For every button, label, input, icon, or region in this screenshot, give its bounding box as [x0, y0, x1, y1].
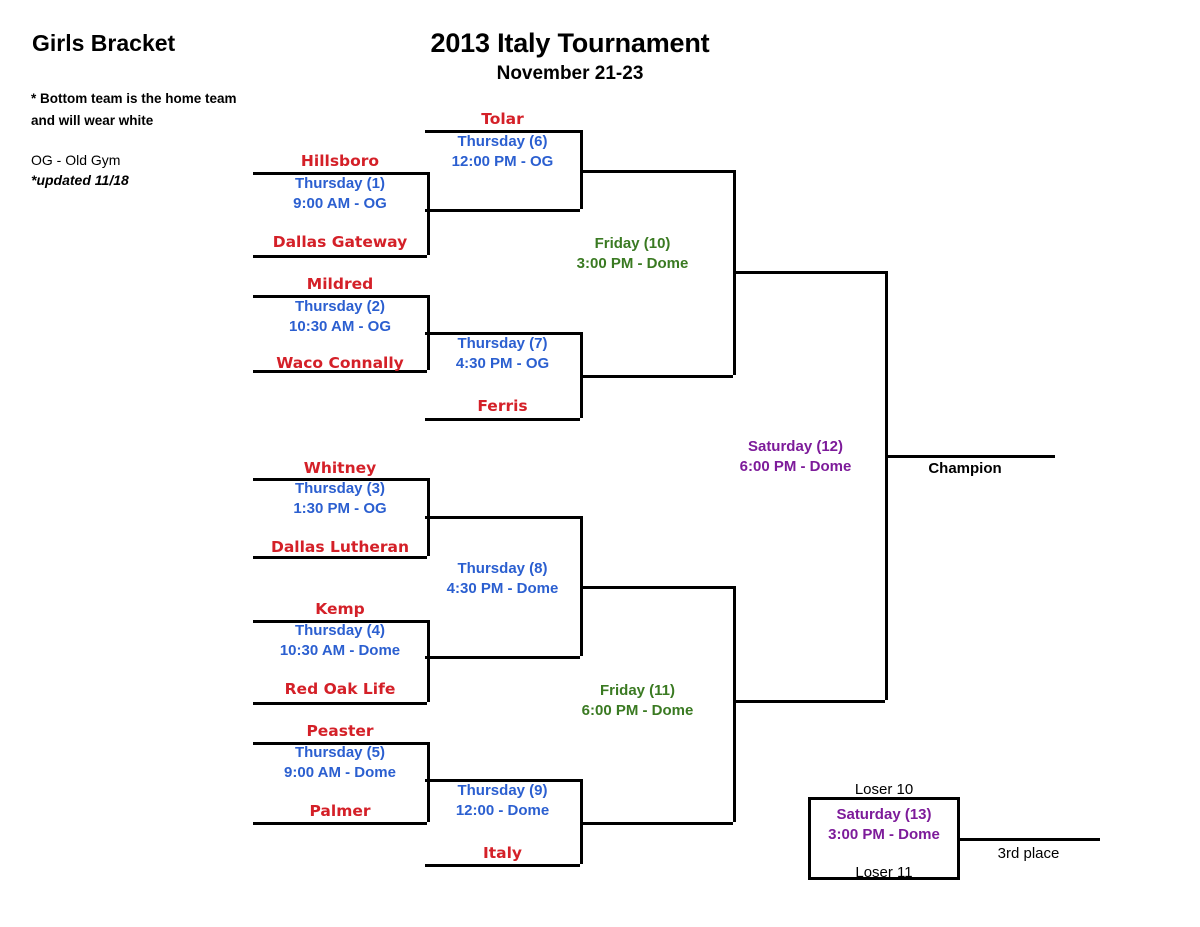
- game-5-top-team: Peaster: [306, 722, 374, 740]
- game-4-time-venue: 10:30 AM - Dome: [279, 642, 401, 659]
- game-13-bottom-team: Loser 11: [855, 864, 913, 881]
- game-2-time-venue: 10:30 AM - OG: [289, 318, 391, 335]
- game-4-label: Thursday (4): [294, 622, 385, 639]
- game-11-bottom-line: [580, 822, 733, 825]
- game-7-info: Thursday (7) 4:30 PM - OG: [425, 334, 580, 374]
- game-5-right-line: [427, 742, 430, 822]
- game-2-label: Thursday (2): [294, 298, 385, 315]
- game-1-time-venue: 9:00 AM - OG: [293, 195, 387, 212]
- game-6-label: Thursday (6): [457, 133, 548, 150]
- game-4-bottom-line: [253, 702, 427, 705]
- game-8-top-line: [425, 516, 580, 519]
- game-3-bottom-team: Dallas Lutheran: [270, 538, 410, 556]
- game-4-bottom-team: Red Oak Life: [284, 680, 396, 698]
- game-13-info: Saturday (13) 3:00 PM - Dome: [808, 805, 960, 845]
- champion-line: [885, 455, 1055, 458]
- game-11-top-line: [580, 586, 733, 589]
- game-4-info: Thursday (4) 10:30 AM - Dome: [253, 621, 427, 661]
- game-3-top-line: [253, 478, 427, 481]
- game-9-top-line: [425, 779, 580, 782]
- game-4-right-line: [427, 620, 430, 702]
- game-9-time-venue: 12:00 - Dome: [455, 802, 550, 819]
- game-7-time-venue: 4:30 PM - OG: [455, 355, 550, 372]
- game-10-time-venue: 3:00 PM - Dome: [576, 255, 689, 272]
- game-7-top-line: [425, 332, 580, 335]
- page-subtitle: November 21-23: [496, 63, 644, 84]
- game-1-right-line: [427, 172, 430, 255]
- game-2-info: Thursday (2) 10:30 AM - OG: [253, 297, 427, 337]
- game-5-label: Thursday (5): [294, 744, 385, 761]
- game-8-bottom-line: [425, 656, 580, 659]
- game-11-right-line: [733, 586, 736, 822]
- game-5-bottom-team: Palmer: [309, 802, 371, 820]
- game-2-bottom-line: [253, 370, 427, 373]
- game-9-right-line: [580, 779, 583, 864]
- game-3-top-team: Whitney: [303, 459, 377, 477]
- game-1-info: Thursday (1) 9:00 AM - OG: [253, 174, 427, 214]
- game-1-bottom-team: Dallas Gateway: [272, 233, 408, 251]
- game-13-top-team: Loser 10: [854, 781, 914, 798]
- game-5-bottom-line: [253, 822, 427, 825]
- game-3-time-venue: 1:30 PM - OG: [293, 500, 387, 517]
- game-1-label: Thursday (1): [294, 175, 385, 192]
- game-10-label: Friday (10): [594, 235, 671, 252]
- game-11-label: Friday (11): [599, 682, 676, 699]
- game-2-top-team: Mildred: [306, 275, 374, 293]
- legend-updated-date: *updated 11/18: [31, 172, 129, 188]
- game-3-label: Thursday (3): [294, 480, 385, 497]
- bracket-heading: Girls Bracket: [32, 30, 176, 56]
- home-team-note: * Bottom team is the home team and will …: [31, 88, 237, 132]
- game-4-top-team: Kemp: [315, 600, 365, 618]
- game-5-info: Thursday (5) 9:00 AM - Dome: [253, 743, 427, 783]
- game-12-right-line: [885, 271, 888, 700]
- game-8-label: Thursday (8): [457, 560, 548, 577]
- home-team-note-line-1: * Bottom team is the home team: [31, 91, 237, 106]
- game-6-time-venue: 12:00 PM - OG: [451, 153, 554, 170]
- champion-label: Champion: [928, 460, 1002, 477]
- game-12-label: Saturday (12): [747, 438, 844, 455]
- game-13-label: Saturday (13): [836, 806, 932, 823]
- game-11-info: Friday (11) 6:00 PM - Dome: [565, 681, 710, 721]
- game-10-bottom-line: [580, 375, 733, 378]
- game-7-bottom-line: [425, 418, 580, 421]
- game-12-top-line: [733, 271, 885, 274]
- game-8-info: Thursday (8) 4:30 PM - Dome: [425, 559, 580, 599]
- game-3-info: Thursday (3) 1:30 PM - OG: [253, 479, 427, 519]
- game-2-top-line: [253, 295, 427, 298]
- game-2-bottom-team: Waco Connally: [276, 354, 404, 372]
- game-9-bottom-line: [425, 864, 580, 867]
- game-6-right-line: [580, 130, 583, 209]
- game-9-bottom-team: Italy: [482, 844, 523, 862]
- game-7-label: Thursday (7): [457, 335, 548, 352]
- third-place-line: [957, 838, 1100, 841]
- game-13-time-venue: 3:00 PM - Dome: [828, 826, 940, 843]
- home-team-note-line-2: and will wear white: [31, 113, 154, 128]
- game-11-time-venue: 6:00 PM - Dome: [581, 702, 694, 719]
- page-title: 2013 Italy Tournament: [430, 28, 710, 58]
- third-place-label: 3rd place: [997, 845, 1060, 862]
- game-6-info: Thursday (6) 12:00 PM - OG: [425, 132, 580, 172]
- game-12-time-venue: 6:00 PM - Dome: [739, 458, 852, 475]
- game-4-top-line: [253, 620, 427, 623]
- game-9-label: Thursday (9): [457, 782, 548, 799]
- game-5-time-venue: 9:00 AM - Dome: [284, 764, 396, 781]
- legend-old-gym: OG - Old Gym: [31, 152, 121, 168]
- game-5-top-line: [253, 742, 427, 745]
- game-1-bottom-line: [253, 255, 427, 258]
- game-9-info: Thursday (9) 12:00 - Dome: [425, 781, 580, 821]
- game-10-info: Friday (10) 3:00 PM - Dome: [560, 234, 705, 274]
- game-12-info: Saturday (12) 6:00 PM - Dome: [723, 437, 868, 477]
- game-8-time-venue: 4:30 PM - Dome: [446, 580, 559, 597]
- game-7-bottom-team: Ferris: [477, 397, 528, 415]
- game-10-top-line: [580, 170, 733, 173]
- game-6-bottom-line: [425, 209, 580, 212]
- game-1-top-team: Hillsboro: [300, 152, 380, 170]
- game-6-top-team: Tolar: [481, 110, 524, 128]
- game-6-top-line: [425, 130, 580, 133]
- game-3-bottom-line: [253, 556, 427, 559]
- game-1-top-line: [253, 172, 427, 175]
- game-12-bottom-line: [733, 700, 885, 703]
